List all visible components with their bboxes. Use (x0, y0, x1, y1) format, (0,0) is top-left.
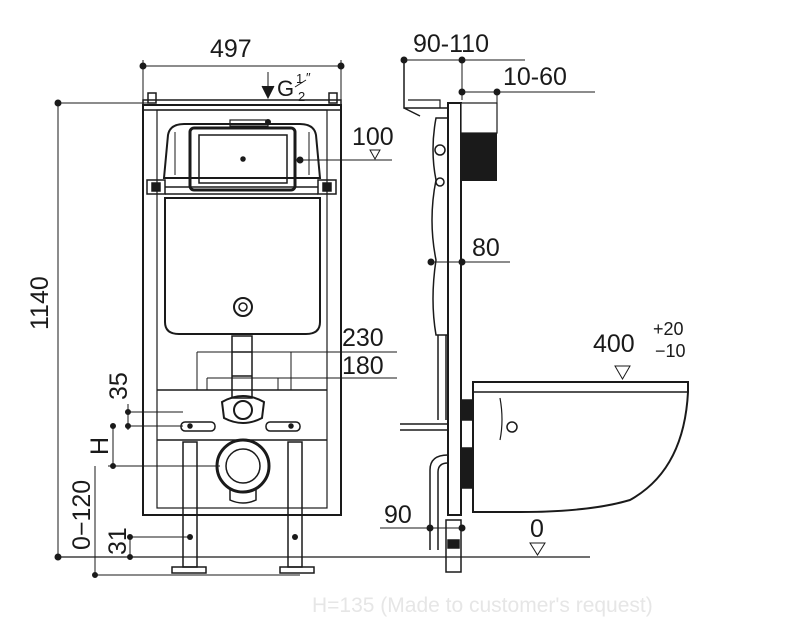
leg-left (182, 441, 198, 568)
inlet-num: 1 (296, 71, 303, 86)
flush-plate-outer (188, 126, 297, 192)
cistern-side (431, 117, 449, 336)
inlet-den: 2 (298, 89, 305, 104)
dim-90-label: 90 (384, 501, 412, 529)
front-dimensions (54, 60, 590, 578)
flush-pipe (231, 335, 253, 399)
front-view (142, 92, 342, 574)
cistern-top (162, 123, 322, 179)
leg-right (287, 441, 303, 568)
dim-H-label: H (86, 437, 114, 455)
pan-tol-plus: +20 (653, 319, 684, 339)
footnote: H=135 (Made to customer's request) (312, 594, 653, 617)
side-frame-post (447, 102, 462, 516)
bracket-180-label: 180 (342, 352, 384, 380)
dim-31-label: 31 (104, 527, 132, 555)
inlet-unit: ″ (306, 70, 311, 85)
bracket-230-label: 230 (342, 324, 384, 352)
floor-0-label: 0 (530, 515, 544, 543)
flush-plate-inner (198, 134, 288, 184)
top-tab-right (328, 92, 338, 104)
top-tab-left (147, 92, 157, 104)
waste-connector (215, 438, 271, 494)
dim-0-120-label: 0−120 (68, 480, 96, 550)
depth-90-110-label: 90-110 (413, 30, 489, 58)
flush-outlet (220, 395, 266, 424)
height-1140-label: 1140 (26, 276, 54, 330)
dim-80-label: 80 (472, 234, 500, 262)
cistern-tank (164, 197, 321, 335)
side-dimensions (380, 56, 631, 556)
offset-100-label: 100 (352, 123, 394, 151)
width-label: 497 (210, 35, 252, 63)
inlet-label: G (277, 76, 294, 101)
offset-10-60-label: 10-60 (503, 63, 567, 91)
pan-400-label: 400 (593, 330, 635, 358)
dim-35-label: 35 (105, 372, 133, 400)
frame-top-rail (142, 99, 342, 111)
toilet-pan (472, 381, 689, 513)
pan-tol-minus: −10 (655, 341, 686, 361)
frame-outer (142, 104, 342, 516)
side-view (400, 62, 689, 573)
flush-valve (233, 297, 253, 317)
